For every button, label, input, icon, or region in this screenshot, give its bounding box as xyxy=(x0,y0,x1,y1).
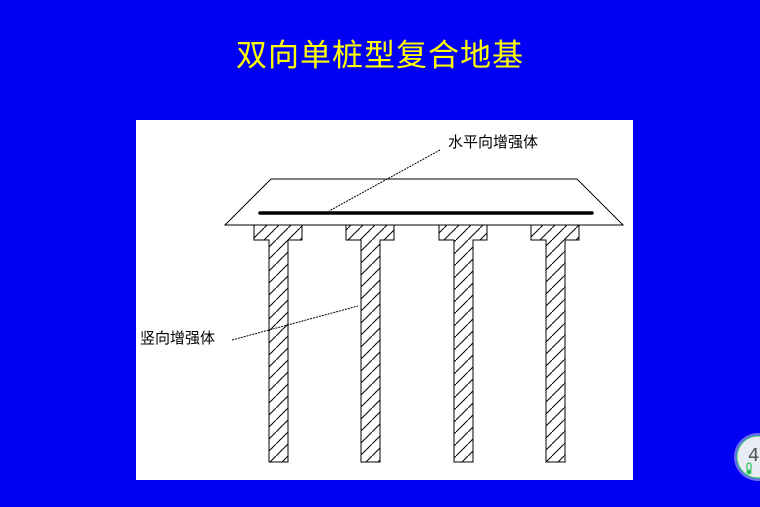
pile-1 xyxy=(253,224,303,463)
vertical-label: 竖向增强体 xyxy=(140,329,215,347)
horizontal-label: 水平向增强体 xyxy=(448,133,538,151)
pile-4 xyxy=(530,224,580,463)
pile-3 xyxy=(438,224,488,463)
cushion-slab xyxy=(223,178,625,226)
vertical-leader-line xyxy=(231,305,359,341)
page-number: 4 xyxy=(748,445,759,466)
horizontal-leader-line xyxy=(328,149,441,212)
thermometer-icon xyxy=(746,462,752,475)
composite-foundation-diagram: 水平向增强体 竖向增强体 xyxy=(136,120,633,480)
page-badge[interactable]: 4 xyxy=(734,425,760,489)
slide-title: 双向单桩型复合地基 xyxy=(236,38,524,74)
pile-2 xyxy=(345,224,395,463)
